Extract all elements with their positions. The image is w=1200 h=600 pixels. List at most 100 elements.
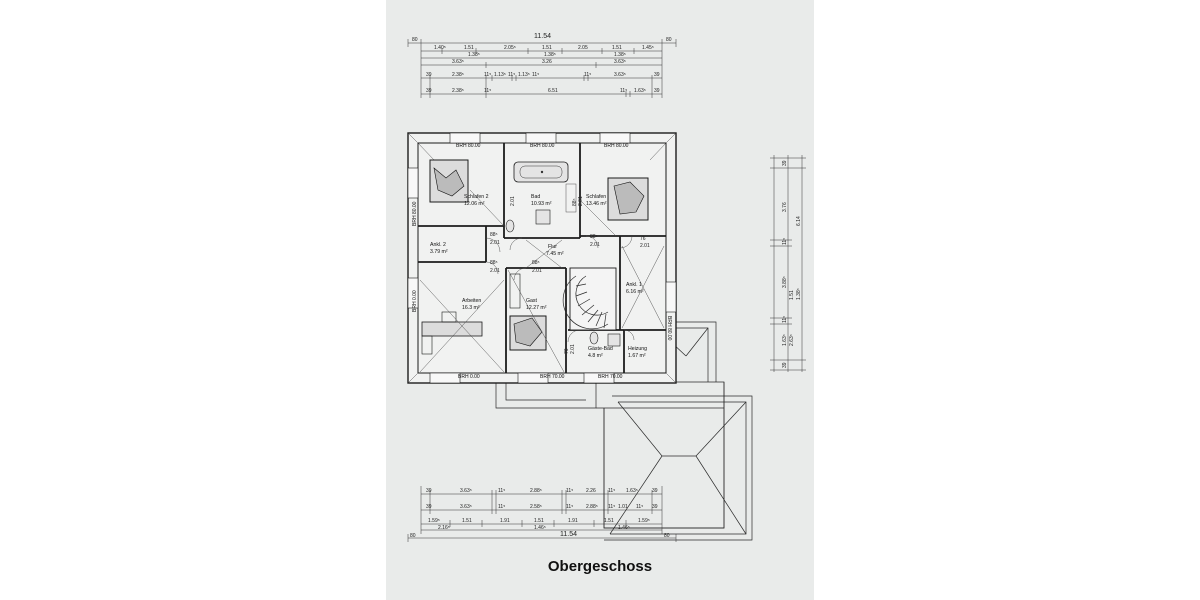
- brh-label-bottom-right: BRH 70.00: [598, 374, 623, 380]
- bottom-dim: 11⁵: [498, 504, 505, 510]
- door-mark: 2.01: [640, 243, 650, 249]
- door-mark: 76: [564, 348, 570, 354]
- room-area-schlafen-2: 12.06 m²: [464, 201, 485, 207]
- right-dim: 3.76: [782, 202, 788, 212]
- bed-schlafen: [607, 177, 649, 221]
- right-dim: 1.63⁵: [782, 334, 788, 346]
- top-dim: 2.38⁵: [452, 72, 464, 78]
- room-area-flur: 7.45 m²: [546, 251, 564, 257]
- room-name-schlafen-2: Schlafen 2: [464, 194, 489, 200]
- right-dim: 3.88⁵: [782, 276, 788, 288]
- door-mark: 2.01: [532, 268, 542, 274]
- door-mark: 2.01: [490, 268, 500, 274]
- top-dim: 39: [426, 88, 432, 94]
- bottom-dim: 1.63⁵: [626, 488, 638, 494]
- room-name-ankl-1: Ankl. 1: [626, 282, 642, 288]
- floor-plan: 80 80 11.54 1.40⁵ 1.51 2.05⁵ 1.51 2.05 1…: [407, 33, 806, 542]
- door-mark: 88⁵: [532, 260, 540, 266]
- top-dim: 1.38⁵: [614, 52, 626, 58]
- bottom-dim: 2.88⁵: [586, 504, 598, 510]
- wardrobe-gast: [509, 273, 521, 309]
- top-dim: 1.51: [464, 45, 474, 51]
- brh-label-left-bottom: BRH 0.00: [412, 290, 418, 312]
- right-dim: 39: [782, 160, 788, 166]
- door-mark: 88⁵: [490, 232, 498, 238]
- bottom-dim: 11⁵: [566, 504, 573, 510]
- gaeste-bad-fixtures: [589, 331, 621, 347]
- room-name-ankl-2: Ankl. 2: [430, 242, 446, 248]
- bed-gast: [509, 315, 547, 351]
- overall-width-top: 11.54: [534, 33, 551, 40]
- top-dim: 3.63⁵: [614, 72, 626, 78]
- drawing-sheet: 80 80 11.54 1.40⁵ 1.51 2.05⁵ 1.51 2.05 1…: [386, 0, 814, 600]
- bottom-dim: 3.63⁵: [460, 504, 472, 510]
- top-dim: 3.63⁵: [452, 59, 464, 65]
- bottom-dim: 11⁵: [608, 504, 615, 510]
- bottom-dim: 1.46⁵: [534, 525, 546, 531]
- top-dim: 1.38⁵: [468, 52, 480, 58]
- wall-thickness-top-right: 80: [666, 37, 672, 43]
- bottom-dim: 2.58⁵: [530, 504, 542, 510]
- brh-label-bottom-mid: BRH 70.00: [540, 374, 565, 380]
- bottom-dim: 1.51: [462, 518, 472, 524]
- crossed-areas: [419, 189, 665, 373]
- top-dim: 2.38⁵: [452, 88, 464, 94]
- room-area-gast: 12.27 m²: [526, 305, 547, 311]
- wall-thickness-top-left: 80: [412, 37, 418, 43]
- top-dim: 3.26: [542, 59, 552, 65]
- bottom-dim: 1.59⁵: [428, 518, 440, 524]
- brh-label-top-mid: BRH 80.00: [530, 143, 555, 149]
- top-dim: 39: [654, 72, 660, 78]
- brh-label-top-right: BRH 80.00: [604, 143, 629, 149]
- bottom-dim: 2.88⁵: [530, 488, 542, 494]
- bottom-dim: 3.63⁵: [460, 488, 472, 494]
- top-dim: 39: [654, 88, 660, 94]
- bottom-dim: 11⁵: [498, 488, 505, 494]
- bottom-dim: 39: [426, 504, 432, 510]
- door-mark: 76: [640, 236, 646, 242]
- room-area-schlafen: 13.46 m²: [586, 201, 607, 207]
- room-area-gaeste-bad: 4.8 m²: [588, 353, 603, 359]
- door-swings: [485, 235, 635, 343]
- top-dimension-chain: 80 80 11.54 1.40⁵ 1.51 2.05⁵ 1.51 2.05 1…: [407, 33, 677, 98]
- top-dim: 6.51: [548, 88, 558, 94]
- bottom-dim: 1.46⁵: [618, 525, 630, 531]
- room-area-ankl-2: 3.79 m²: [430, 249, 448, 255]
- top-dim: 11⁵: [620, 88, 627, 94]
- room-name-flur: Flur: [548, 244, 557, 250]
- bottom-dim: 11⁵: [566, 488, 573, 494]
- room-area-arbeiten: 16.3 m²: [462, 305, 480, 311]
- right-dim: 1.51: [789, 290, 795, 300]
- bottom-dim: 1.91: [500, 518, 510, 524]
- door-mark: 88⁵: [590, 234, 598, 240]
- brh-label-left-top: BRH 80.00: [412, 201, 418, 226]
- top-dim: 2.05: [578, 45, 588, 51]
- wall-thickness-bottom-left: 80: [410, 533, 416, 539]
- door-mark: 88⁵: [490, 260, 498, 266]
- room-labels: Schlafen 2 12.06 m² Bad 10.93 m² Schlafe…: [430, 194, 647, 359]
- bottom-dim: 2.16⁵: [438, 525, 450, 531]
- bottom-dim: 1.59⁵: [638, 518, 650, 524]
- top-dim: 39: [426, 72, 432, 78]
- room-area-ankl-1: 6.16 m²: [626, 289, 644, 295]
- top-dim: 1.51: [612, 45, 622, 51]
- bottom-dimension-chain: 39 3.63⁵ 11⁵ 2.88⁵ 11⁵ 2.26 11⁵ 1.63⁵ 39…: [407, 486, 677, 542]
- top-dim: 3.63⁵: [614, 59, 626, 65]
- door-mark: 2.01: [590, 242, 600, 248]
- brh-label-top-left: BRH 80.00: [456, 143, 481, 149]
- top-dim: 1.40⁵: [434, 45, 446, 51]
- bottom-dim: 1.51: [534, 518, 544, 524]
- door-mark: 88⁵: [572, 198, 578, 206]
- top-dim: 1.38⁵: [544, 52, 556, 58]
- bottom-dim: 11⁵: [636, 504, 643, 510]
- top-dim: 11⁵: [508, 72, 515, 78]
- overall-width-bottom: 11.54: [560, 531, 577, 538]
- bottom-dim: 39: [426, 488, 432, 494]
- top-dim: 1.13⁵: [518, 72, 530, 78]
- bottom-dim: 2.26: [586, 488, 596, 494]
- room-name-bad: Bad: [531, 194, 540, 200]
- right-dim: 2.63⁵: [789, 334, 795, 346]
- stairs: [562, 267, 617, 331]
- top-dim: 1.45⁵: [642, 45, 654, 51]
- right-dim: 11⁵: [782, 316, 788, 323]
